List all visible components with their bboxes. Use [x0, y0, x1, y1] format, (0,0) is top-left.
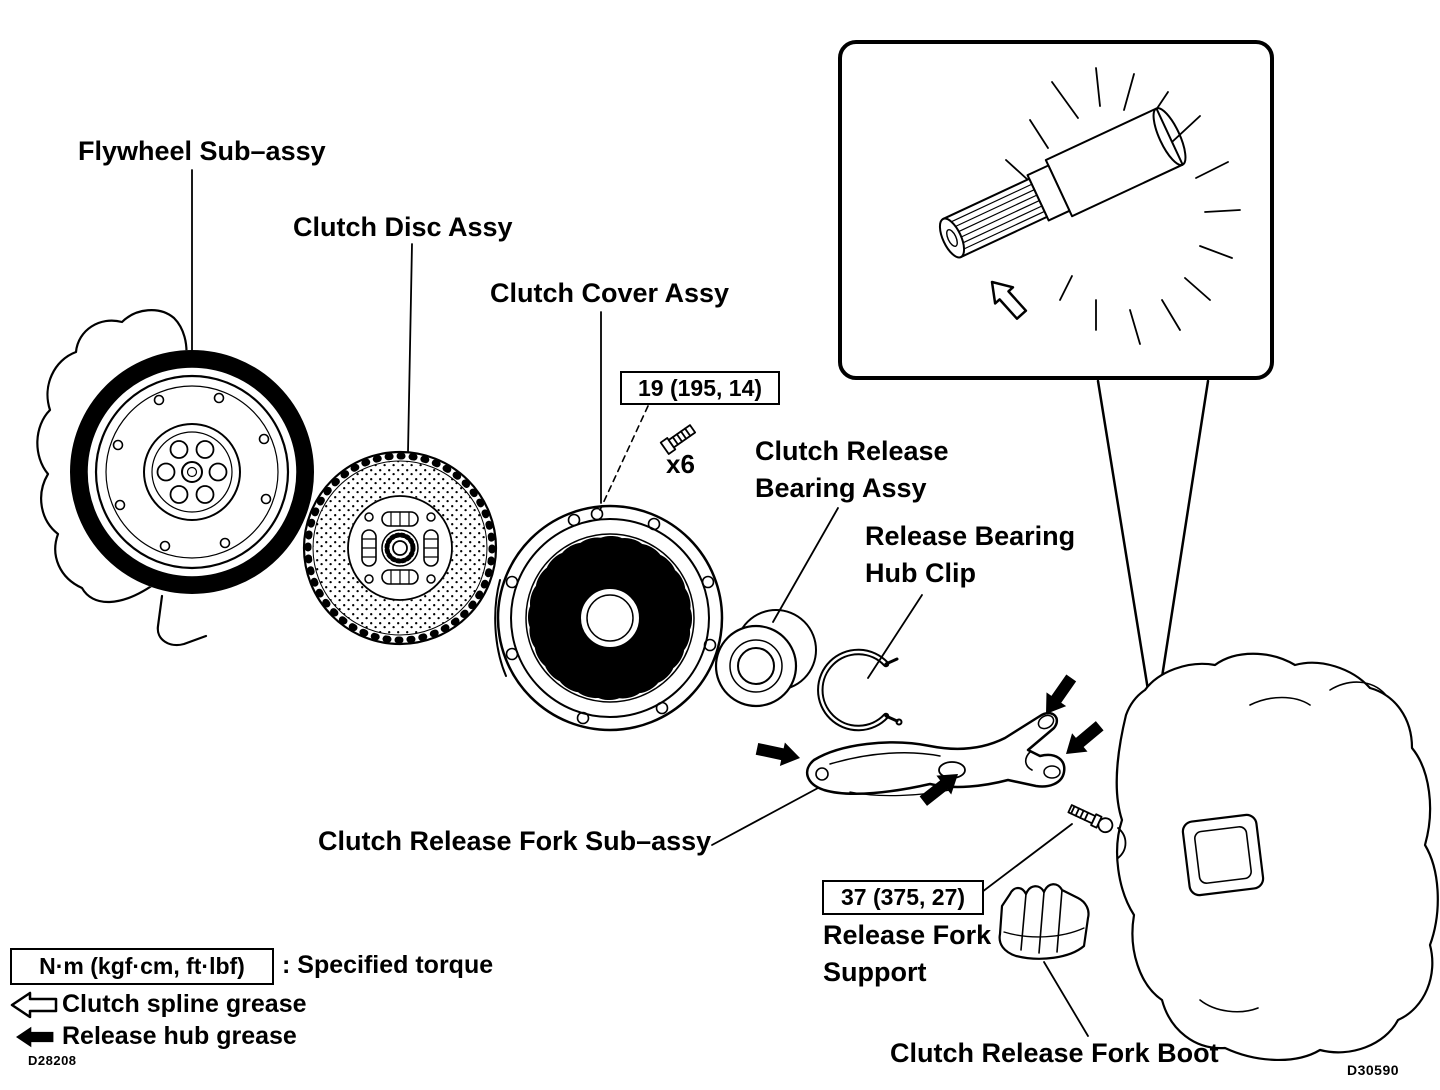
torque-box-cover-bolts: 19 (195, 14) [620, 371, 780, 405]
label-release-bearing: Clutch Release Bearing Assy [755, 436, 949, 503]
label-hub-clip: Release Bearing Hub Clip [865, 521, 1076, 588]
hub-grease-legend-arrow-icon [15, 1026, 54, 1048]
hub-grease-arrow-icon [753, 736, 803, 771]
label-clutch-cover: Clutch Cover Assy [490, 278, 730, 308]
input-shaft-drawing [938, 107, 1187, 259]
label-release-fork: Clutch Release Fork Sub–assy [318, 826, 712, 856]
leader-hub-clip [867, 594, 923, 679]
leader-release-bearing [772, 507, 839, 623]
legend-unit-box: N·m (kgf·cm, ft·lbf) [10, 948, 274, 985]
clutch-disc-drawing [302, 450, 498, 646]
leader-fork-support [981, 823, 1073, 893]
label-fork-support: Release Fork Support [823, 920, 992, 987]
bell-housing-sketch-lines [1005, 67, 1241, 345]
release-fork-drawing [805, 711, 1066, 797]
label-flywheel: Flywheel Sub–assy [78, 136, 326, 166]
fork-support-stud-drawing [1067, 804, 1114, 834]
legend-hub-grease: Release hub grease [62, 1022, 297, 1050]
label-clutch-disc: Clutch Disc Assy [293, 212, 513, 242]
leader-fork-boot [1043, 961, 1089, 1037]
fork-boot-drawing [998, 883, 1090, 960]
leader-clutch-disc [407, 243, 413, 453]
cover-bolt-icon [599, 405, 697, 511]
hub-grease-arrow-icon [1057, 716, 1108, 764]
inset-callout-wedge [1096, 379, 1210, 692]
legend-spline-grease: Clutch spline grease [62, 990, 307, 1018]
figure-code-left: D28208 [28, 1053, 77, 1068]
hub-clip-drawing [817, 648, 903, 732]
leader-release-fork [711, 787, 819, 846]
legend-unit-desc: : Specified torque [282, 951, 494, 979]
torque-box-fork-support: 37 (375, 27) [822, 880, 984, 915]
spline-grease-legend-arrow-icon [10, 991, 58, 1019]
flywheel-drawing [70, 350, 314, 594]
transmission-housing-drawing [1115, 652, 1439, 1062]
engine-block-sketch [36, 309, 208, 647]
clutch-cover-drawing [494, 504, 724, 732]
label-fork-boot: Clutch Release Fork Boot [890, 1038, 1219, 1068]
cover-bolt-count: x6 [666, 449, 695, 479]
figure-code-right: D30590 [1347, 1062, 1400, 1078]
leader-lines [191, 169, 1089, 1037]
release-bearing-drawing [714, 609, 817, 708]
input-shaft-inset [838, 40, 1274, 380]
